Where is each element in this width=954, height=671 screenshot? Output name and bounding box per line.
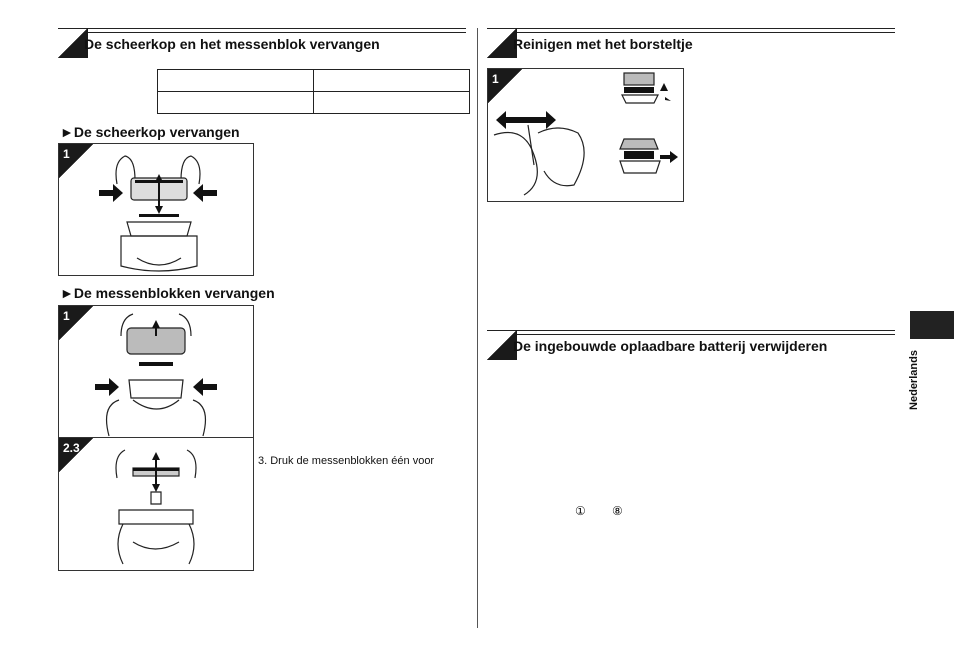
subheading-scheerkop: ►De scheerkop vervangen <box>60 124 240 140</box>
header-corner-mark <box>58 28 88 58</box>
section-title-clean: Reinigen met het borsteltje <box>513 36 693 52</box>
header-rule <box>58 28 466 29</box>
table-row <box>157 91 470 114</box>
column-divider <box>477 28 478 628</box>
header-rule-inner <box>517 32 895 33</box>
section-header-clean: Reinigen met het borsteltje <box>487 28 895 58</box>
table-cell <box>313 69 470 92</box>
step-badge: 1 <box>59 144 93 178</box>
figure-replace-blade-2-3: 2.3 <box>58 437 254 571</box>
header-rule-inner <box>88 32 466 33</box>
header-rule <box>487 28 895 29</box>
circled-number-8: ⑧ <box>612 504 623 518</box>
section-title-battery: De ingebouwde oplaadbare batterij verwij… <box>513 338 828 354</box>
step-badge: 1 <box>59 306 93 340</box>
shaver-head-illustration <box>99 155 217 272</box>
table-cell <box>157 91 314 114</box>
header-rule <box>487 330 895 331</box>
table-cell <box>313 91 470 114</box>
header-rule-inner <box>517 334 895 335</box>
blade-removal-illustration <box>95 313 217 437</box>
figure-replace-blade-1: 1 <box>58 305 254 438</box>
brush-cleaning-illustration <box>493 72 678 196</box>
subheading-messenblok: ►De messenblokken vervangen <box>60 285 275 301</box>
section-header-replace: De scheerkop en het messenblok vervangen <box>58 28 466 58</box>
language-tab-marker <box>910 311 954 339</box>
header-corner-mark <box>487 330 517 360</box>
figure-replace-head: 1 <box>58 143 254 276</box>
table-row <box>157 69 470 92</box>
section-title-replace: De scheerkop en het messenblok vervangen <box>84 36 380 52</box>
table-cell <box>157 69 314 92</box>
circled-number-1: ① <box>575 504 586 518</box>
parts-table <box>157 69 470 114</box>
step-badge: 1 <box>488 69 522 103</box>
header-corner-mark <box>487 28 517 58</box>
figure-clean-brush: 1 <box>487 68 684 202</box>
blade-install-illustration <box>115 449 197 565</box>
step-badge: 2.3 <box>59 438 93 472</box>
section-header-battery: De ingebouwde oplaadbare batterij verwij… <box>487 330 895 360</box>
step-3-text: 3. Druk de messenblokken één voor <box>258 455 435 467</box>
language-tab-label: Nederlands <box>908 350 920 410</box>
